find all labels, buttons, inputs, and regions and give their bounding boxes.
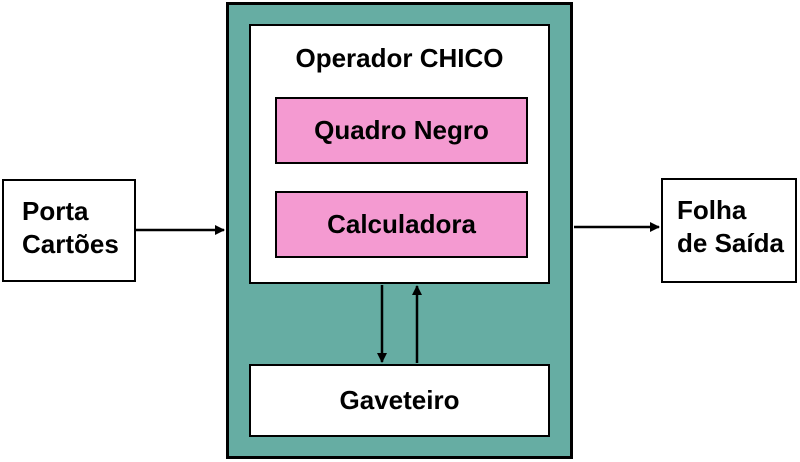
- calculator-block: Calculadora: [275, 191, 528, 258]
- input-label-line1: Porta: [22, 196, 89, 226]
- output-block-label: Folha de Saída: [677, 194, 784, 259]
- storage-block: Gaveteiro: [249, 364, 550, 437]
- input-block-label: Porta Cartões: [22, 195, 119, 260]
- input-label-line2: Cartões: [22, 228, 119, 259]
- calculator-label: Calculadora: [327, 209, 476, 240]
- storage-label: Gaveteiro: [339, 385, 460, 416]
- input-block-porta-cartoes: Porta Cartões: [2, 179, 136, 282]
- output-label-line2: de Saída: [677, 227, 784, 258]
- blackboard-label: Quadro Negro: [314, 115, 489, 146]
- output-block-folha-saida: Folha de Saída: [661, 178, 797, 283]
- operator-title: Operador CHICO: [295, 43, 504, 73]
- blackboard-block: Quadro Negro: [275, 97, 528, 164]
- operator-block: Operador CHICO Quadro Negro Calculadora: [249, 24, 550, 284]
- output-label-line1: Folha: [677, 195, 747, 225]
